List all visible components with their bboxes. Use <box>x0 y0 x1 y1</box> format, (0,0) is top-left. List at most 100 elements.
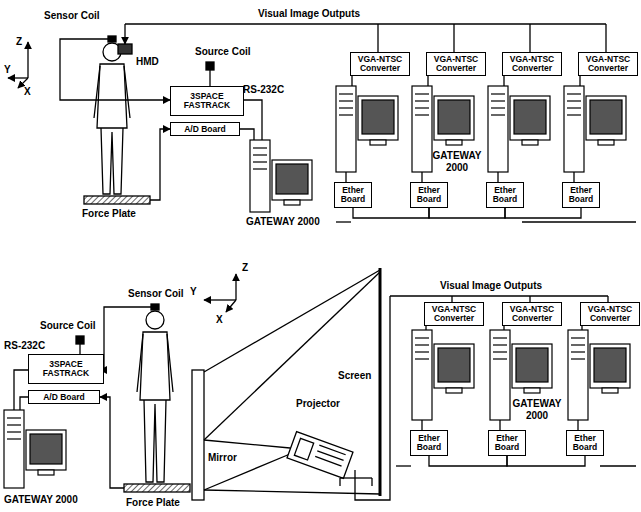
cable <box>503 326 504 330</box>
tower-case <box>412 330 432 420</box>
text-label: GATEWAY 2000 <box>246 216 320 228</box>
monitor-screen <box>516 348 548 382</box>
box-label: VGA-NTSC Converter <box>425 305 483 323</box>
box-label: VGA-NTSC Converter <box>581 305 639 323</box>
cable <box>421 172 422 182</box>
drive-slot <box>7 417 21 418</box>
monitor-screen <box>590 100 622 134</box>
monitor-frame <box>26 430 66 470</box>
drive-slot <box>253 147 267 148</box>
hardware-box: VGA-NTSC Converter <box>502 52 562 76</box>
box-label: A/D Board <box>43 393 85 402</box>
drive-slot <box>571 337 585 338</box>
monitor-screen <box>276 164 308 194</box>
hardware-box: Ether Board <box>562 182 600 208</box>
hardware-box: A/D Board <box>170 122 240 136</box>
drive-slot <box>415 344 429 345</box>
drive-slot <box>571 344 585 345</box>
monitor-screen <box>438 100 470 134</box>
drive-slot <box>7 431 21 432</box>
drive-slot <box>415 114 429 115</box>
cable <box>581 326 582 330</box>
drive-slot <box>491 107 505 108</box>
cable <box>351 76 352 86</box>
text-label: Mirror <box>208 452 237 464</box>
drive-slot <box>253 168 267 169</box>
text-label: Force Plate <box>126 497 180 509</box>
tower-case <box>488 86 508 172</box>
cable <box>421 420 422 430</box>
computer-icon <box>488 86 550 172</box>
text-label: Sensor Coil <box>44 10 100 22</box>
cable <box>529 24 530 52</box>
hardware-box: VGA-NTSC Converter <box>578 52 638 76</box>
text-label: Visual Image Outputs <box>440 280 542 292</box>
text-label: Z <box>242 262 248 274</box>
tower-case <box>336 86 356 172</box>
ethernet-connector <box>429 456 507 466</box>
computer-icon <box>568 330 630 420</box>
drive-slot <box>339 93 353 94</box>
text-label: X <box>24 86 31 98</box>
monitor-stand <box>284 200 300 205</box>
monitor-screen <box>30 434 62 464</box>
drive-slot <box>571 351 585 352</box>
box-label: VGA-NTSC Converter <box>579 55 637 73</box>
cable <box>345 172 346 182</box>
drive-slot <box>491 93 505 94</box>
tower-case <box>490 330 510 420</box>
cable <box>577 420 578 430</box>
monitor-frame <box>586 96 626 140</box>
text-label: GATEWAY 2000 <box>512 398 562 421</box>
monitor-screen <box>594 348 626 382</box>
drive-slot <box>339 107 353 108</box>
box-label: Ether Board <box>411 186 447 204</box>
monitor-stand <box>524 388 540 393</box>
text-label: Z <box>16 36 22 48</box>
drive-slot <box>493 351 507 352</box>
box-label: Ether Board <box>563 186 599 204</box>
box-label: 3SPACE FASTRACK <box>171 92 243 110</box>
monitor-frame <box>434 344 474 388</box>
hardware-box: VGA-NTSC Converter <box>350 52 410 76</box>
drive-slot <box>339 100 353 101</box>
text-label: Y <box>190 286 197 298</box>
text-label: HMD <box>136 56 159 68</box>
monitor-stand <box>370 140 386 145</box>
ethernet-connector <box>505 208 581 218</box>
box-label: VGA-NTSC Converter <box>503 55 561 73</box>
box-label: VGA-NTSC Converter <box>427 55 485 73</box>
monitor-frame <box>434 96 474 140</box>
drive-slot <box>567 107 581 108</box>
tower-case <box>250 140 270 212</box>
hardware-box: VGA-NTSC Converter <box>580 302 640 326</box>
drive-slot <box>415 93 429 94</box>
hardware-box: VGA-NTSC Converter <box>426 52 486 76</box>
text-label: GATEWAY 2000 <box>432 150 482 173</box>
hardware-box: Ether Board <box>410 430 448 456</box>
ethernet-connector <box>429 208 505 218</box>
monitor-stand <box>446 140 462 145</box>
tower-case <box>412 86 432 172</box>
monitor-frame <box>272 160 312 200</box>
hardware-box: VGA-NTSC Converter <box>424 302 484 326</box>
hardware-box: VGA-NTSC Converter <box>502 302 562 326</box>
monitor-frame <box>590 344 630 388</box>
monitor-stand <box>522 140 538 145</box>
computer-icon <box>4 410 66 488</box>
monitor-screen <box>514 100 546 134</box>
hardware-box: A/D Board <box>28 390 100 404</box>
text-label: Force Plate <box>82 208 136 220</box>
monitor-screen <box>438 348 470 382</box>
hardware-box: Ether Board <box>410 182 448 208</box>
computer-icon <box>250 140 312 212</box>
hardware-box: Ether Board <box>566 430 604 456</box>
drive-slot <box>491 114 505 115</box>
ethernet-connector <box>507 456 585 466</box>
drive-slot <box>491 100 505 101</box>
text-label: GATEWAY 2000 <box>4 494 78 506</box>
cable <box>573 172 574 182</box>
monitor-stand <box>446 388 462 393</box>
